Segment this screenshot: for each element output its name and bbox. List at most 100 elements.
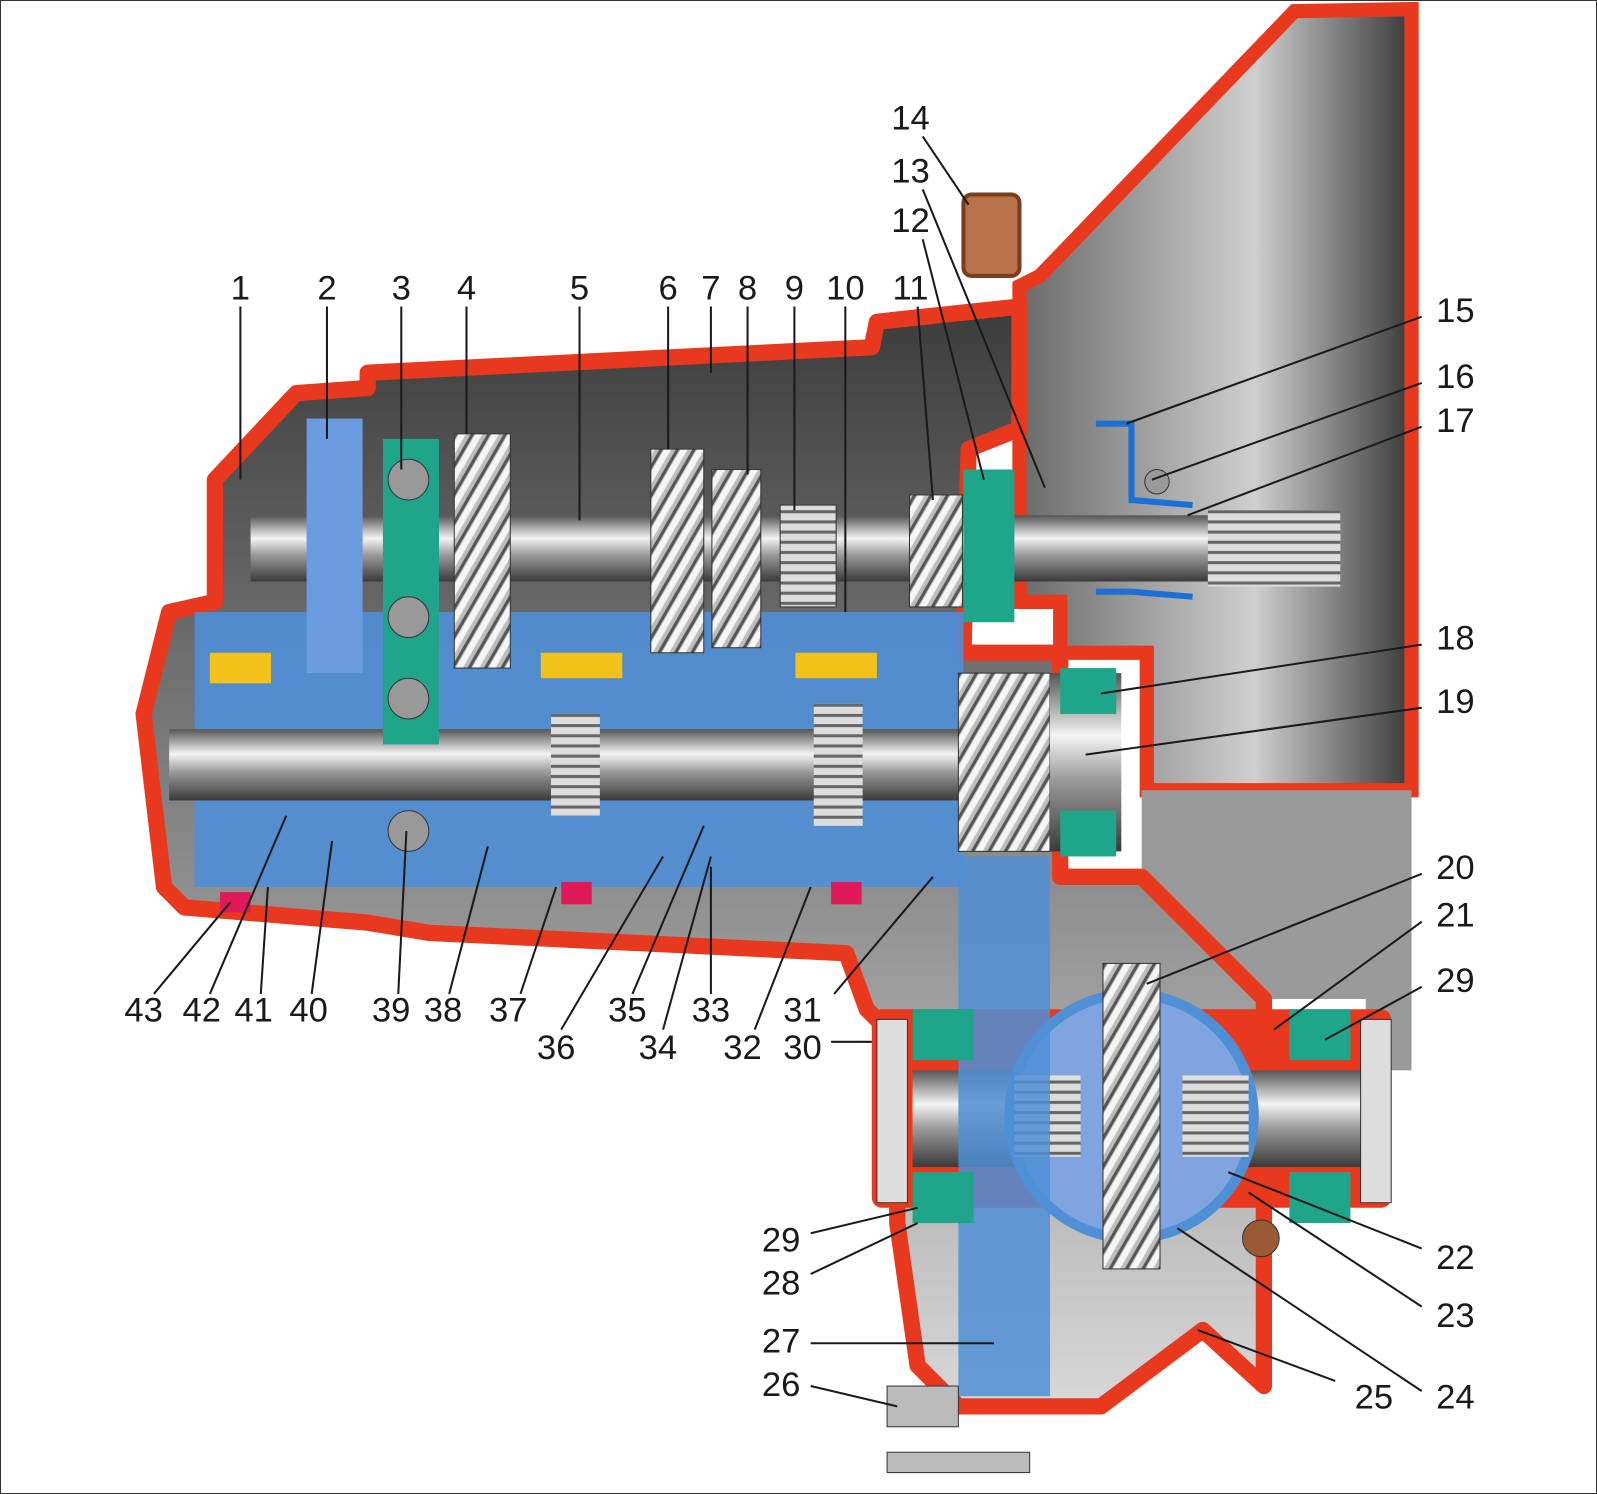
part-label-9: 9 bbox=[785, 269, 804, 307]
leader-line-13 bbox=[921, 189, 1046, 489]
fork-pad-3 bbox=[220, 892, 251, 913]
roller-bearing-bottom bbox=[1060, 810, 1117, 857]
leader-line-34 bbox=[662, 856, 712, 1030]
detent-yellow-3 bbox=[795, 652, 877, 679]
leader-lines bbox=[153, 135, 1423, 1408]
leader-line-32 bbox=[753, 886, 812, 1030]
detent-yellow-2 bbox=[540, 652, 623, 679]
leader-line-31 bbox=[833, 876, 934, 995]
gear-11 bbox=[908, 494, 963, 608]
part-label-33: 33 bbox=[692, 991, 730, 1029]
bearing-ball bbox=[387, 677, 430, 720]
diff-bearing-right-bottom bbox=[1289, 1172, 1351, 1224]
final-drive-pinion bbox=[957, 672, 1051, 852]
part-label-11: 11 bbox=[893, 269, 929, 307]
right-axle-seal bbox=[1360, 1018, 1392, 1204]
leader-line-29 bbox=[1324, 985, 1423, 1041]
part-label-36: 36 bbox=[537, 1029, 575, 1067]
part-label-4: 4 bbox=[457, 269, 476, 307]
leader-line-38 bbox=[448, 846, 489, 995]
part-label-7: 7 bbox=[701, 269, 720, 307]
leader-line-23 bbox=[1248, 1191, 1423, 1308]
part-label-34: 34 bbox=[639, 1029, 678, 1067]
part-label-30: 30 bbox=[783, 1029, 821, 1067]
part-label-27: 27 bbox=[762, 1322, 801, 1360]
part-label-20: 20 bbox=[1436, 849, 1475, 887]
clutch-bell-housing bbox=[1012, 1, 1419, 798]
part-label-26: 26 bbox=[762, 1366, 801, 1404]
part-label-28: 28 bbox=[762, 1264, 801, 1302]
final-drive-gear bbox=[958, 856, 1051, 1397]
part-label-15: 15 bbox=[1436, 292, 1475, 330]
part-label-8: 8 bbox=[738, 269, 757, 307]
leader-line-40 bbox=[310, 841, 334, 995]
roller-bearing-12 bbox=[963, 469, 1015, 623]
bell-housing-lower bbox=[1141, 790, 1412, 1071]
bearing-ball bbox=[387, 810, 430, 852]
leader-line-35 bbox=[631, 825, 705, 995]
synchro-sleeve-2 bbox=[813, 703, 863, 826]
part-label-19: 19 bbox=[1436, 683, 1475, 721]
part-label-18: 18 bbox=[1436, 620, 1475, 658]
speedometer-drive bbox=[1241, 1219, 1280, 1258]
part-label-38: 38 bbox=[424, 991, 462, 1029]
bearing-ball bbox=[387, 458, 430, 501]
part-label-12: 12 bbox=[891, 202, 929, 240]
leader-line-36 bbox=[560, 855, 664, 1031]
leader-line-17 bbox=[1187, 425, 1423, 517]
part-label-42: 42 bbox=[182, 991, 220, 1029]
part-label-41: 41 bbox=[234, 991, 272, 1029]
part-label-2: 2 bbox=[317, 269, 336, 307]
left-axle-seal bbox=[876, 1018, 908, 1204]
leader-line-28 bbox=[810, 1222, 919, 1275]
detent-yellow-1 bbox=[209, 652, 271, 684]
part-label-16: 16 bbox=[1436, 358, 1475, 396]
leader-line-11 bbox=[916, 306, 934, 501]
ball-16 bbox=[1144, 468, 1170, 495]
part-label-10: 10 bbox=[826, 269, 864, 307]
bolt bbox=[886, 1451, 1031, 1474]
leader-line-41 bbox=[259, 886, 269, 995]
leader-line-14 bbox=[921, 135, 970, 206]
part-label-32: 32 bbox=[723, 1029, 761, 1067]
part-label-21: 21 bbox=[1436, 897, 1475, 935]
leader-line-15 bbox=[1126, 315, 1423, 425]
input-shaft-splines bbox=[1207, 510, 1341, 587]
part-label-14: 14 bbox=[891, 99, 929, 137]
part-label-6: 6 bbox=[659, 269, 678, 307]
gear-6 bbox=[650, 448, 705, 654]
gear-9 bbox=[779, 504, 837, 608]
leader-line-12 bbox=[921, 239, 985, 480]
part-label-24: 24 bbox=[1436, 1378, 1475, 1416]
fork-pad-1 bbox=[561, 881, 592, 905]
part-label-43: 43 bbox=[124, 991, 163, 1029]
leader-line-43 bbox=[153, 901, 231, 995]
leader-line-39 bbox=[397, 830, 408, 994]
gear-2 bbox=[306, 418, 363, 674]
side-gear-right bbox=[1182, 1075, 1249, 1157]
leader-line-16 bbox=[1151, 381, 1423, 481]
part-label-22: 22 bbox=[1436, 1239, 1475, 1277]
diff-bearing-left-bottom bbox=[912, 1172, 974, 1224]
leader-line-19 bbox=[1085, 706, 1422, 756]
diff-bearing-left-top bbox=[912, 1009, 974, 1061]
part-label-17: 17 bbox=[1436, 402, 1475, 440]
leader-line-22 bbox=[1227, 1171, 1423, 1250]
gear-4 bbox=[453, 433, 511, 669]
breather-14 bbox=[961, 192, 1022, 279]
leader-line-24 bbox=[1176, 1227, 1423, 1392]
part-label-23: 23 bbox=[1436, 1297, 1475, 1335]
part-label-1: 1 bbox=[231, 269, 250, 307]
leader-line-21 bbox=[1273, 920, 1423, 1031]
leader-line-42 bbox=[208, 815, 288, 995]
fork-pad-2 bbox=[831, 881, 862, 905]
synchro-sleeve-1 bbox=[551, 713, 600, 816]
part-label-25: 25 bbox=[1355, 1378, 1394, 1416]
part-label-31: 31 bbox=[783, 991, 821, 1029]
drain-plug bbox=[886, 1385, 959, 1428]
gear-8 bbox=[711, 468, 762, 649]
leader-line-29 bbox=[810, 1206, 918, 1235]
differential-pinion-shaft bbox=[1102, 962, 1161, 1270]
